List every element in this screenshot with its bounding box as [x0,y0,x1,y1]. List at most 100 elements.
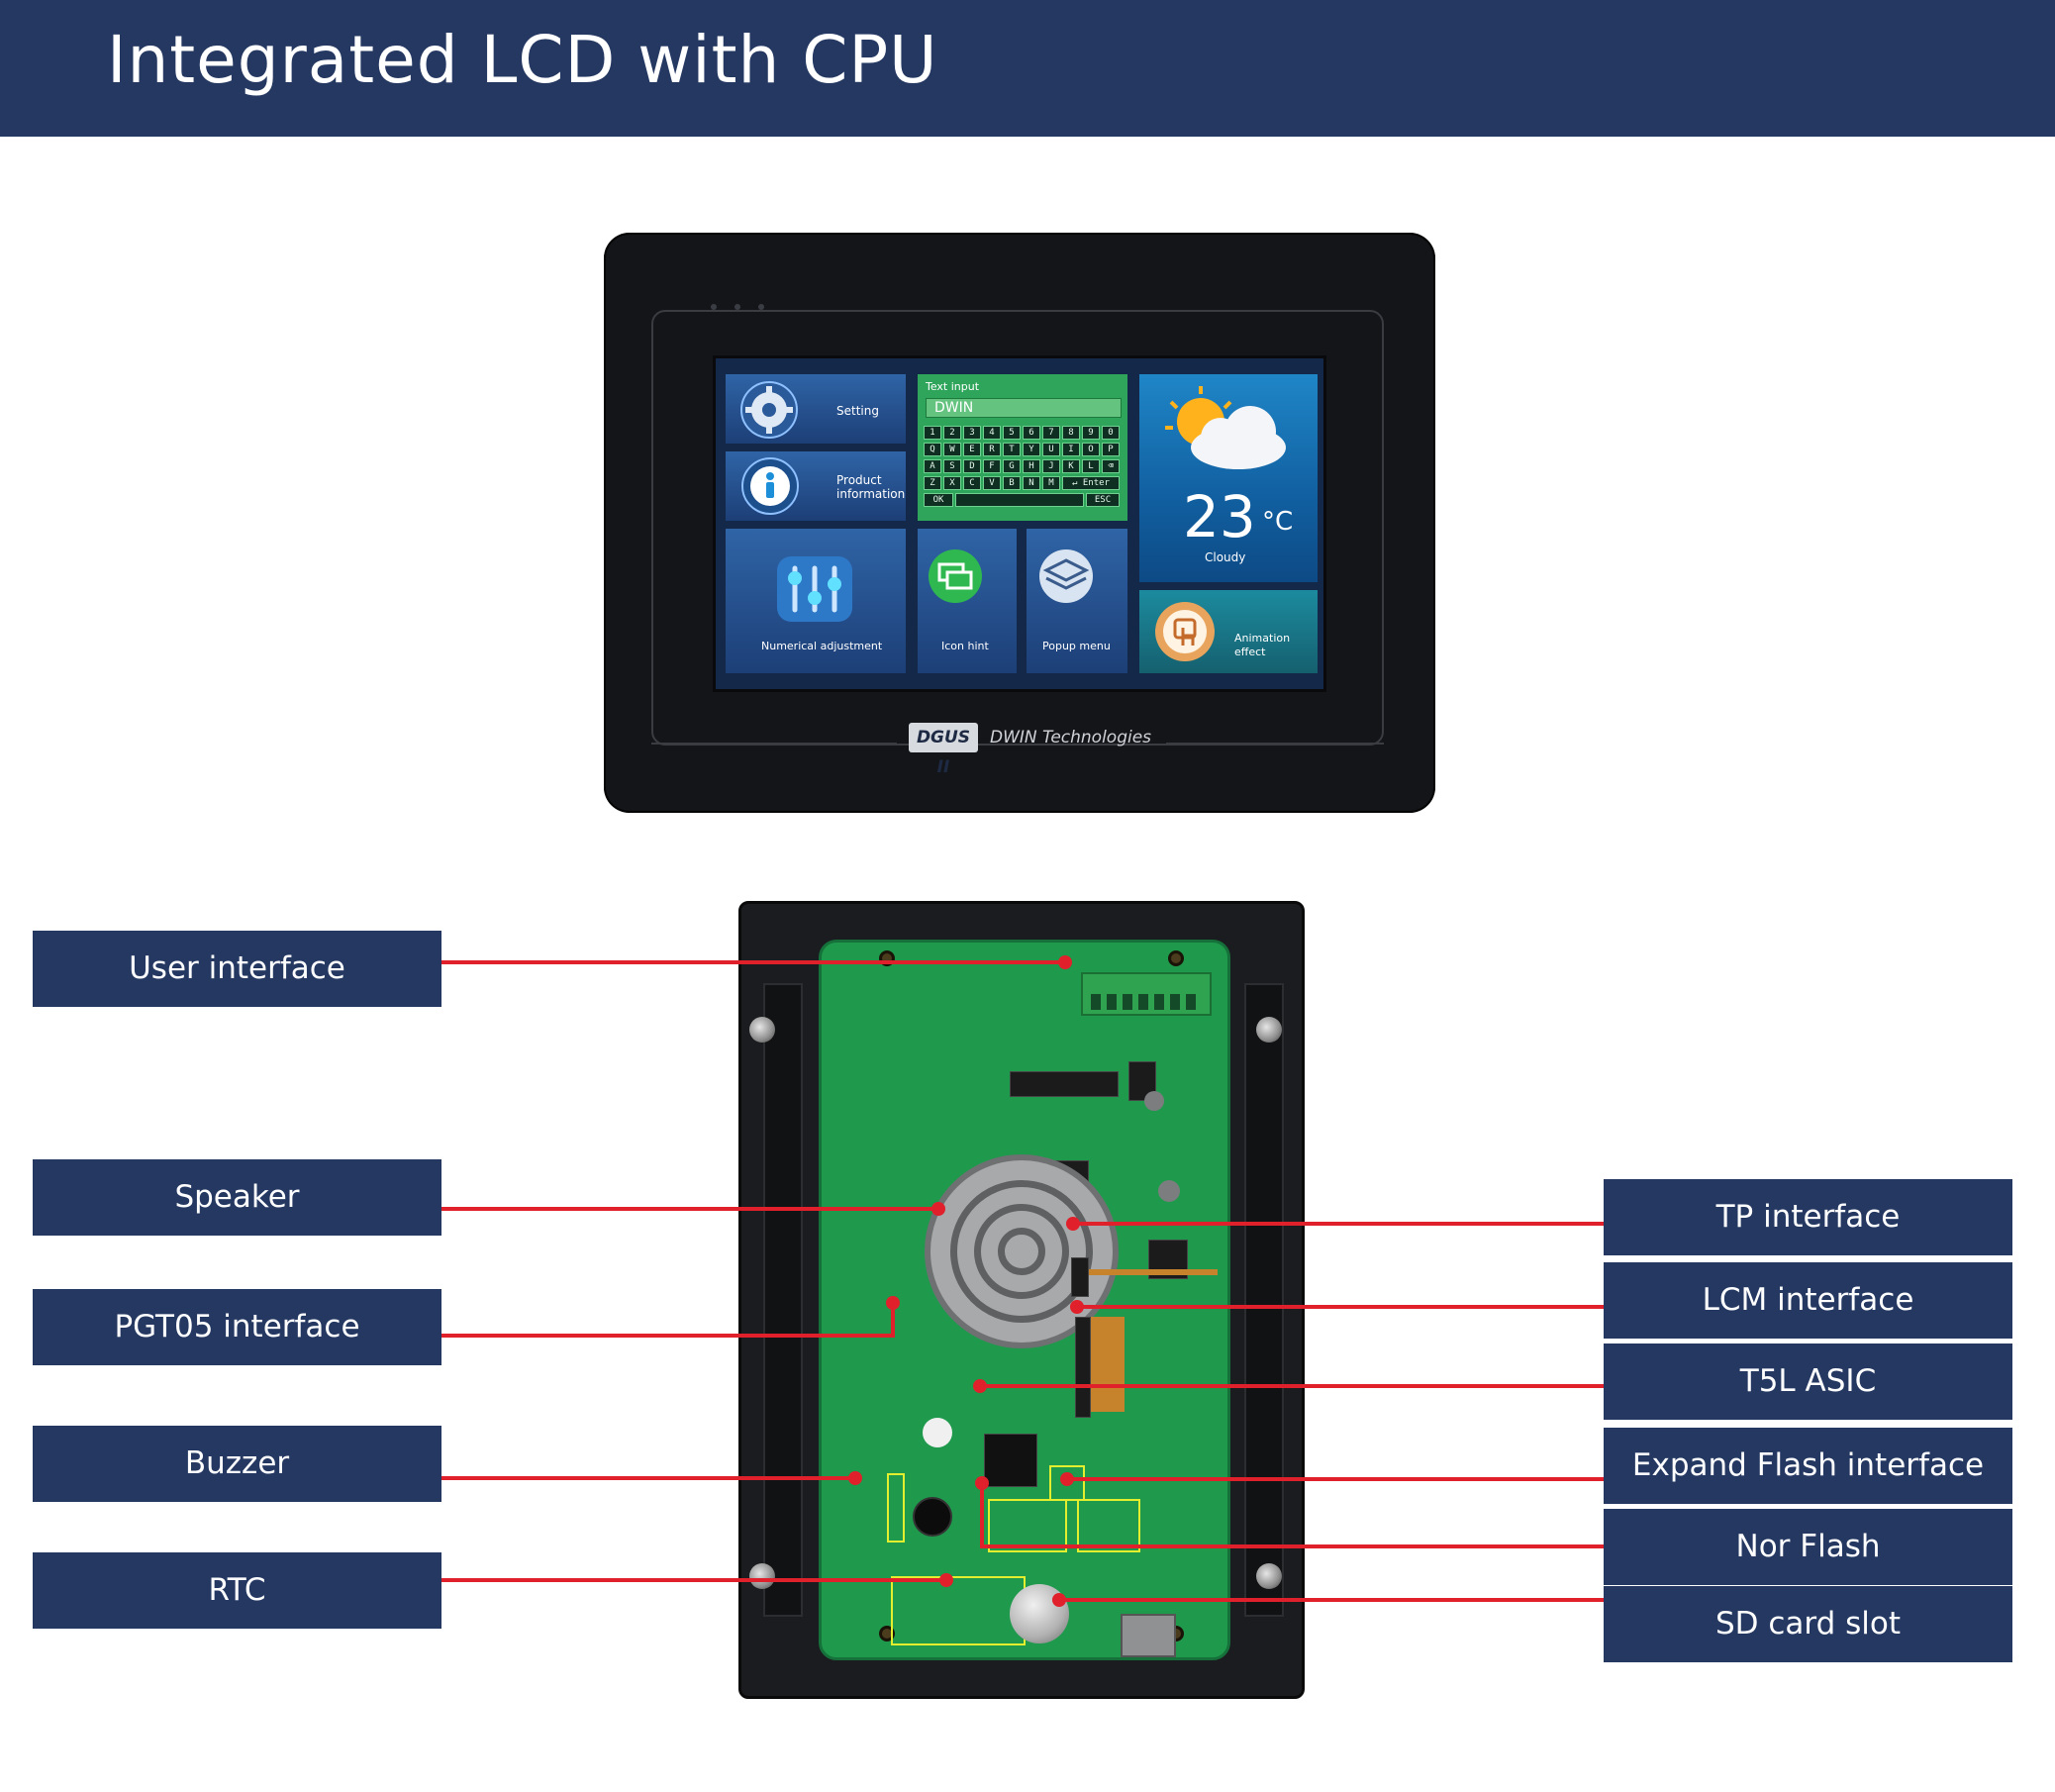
bezel-line-left [651,743,897,745]
expand-flash-region [988,1499,1067,1552]
key[interactable]: 0 [1102,426,1120,440]
key[interactable]: I [1062,443,1080,456]
key[interactable]: S [943,459,961,473]
backspace-key[interactable]: ⌫ [1102,459,1120,473]
key[interactable]: F [983,459,1001,473]
key[interactable]: T [1003,443,1021,456]
temperature-unit: °C [1262,507,1294,537]
ic [1010,1071,1119,1097]
key[interactable]: H [1023,459,1040,473]
bezel-line-right [1166,743,1384,745]
key[interactable]: 5 [1003,426,1021,440]
key[interactable]: X [943,476,961,490]
dgus-logo: DGUS II [909,723,978,777]
keyboard-row-3: A S D F G H J K L ⌫ [924,459,1124,473]
callout-nor-flash: Nor Flash [1604,1509,2012,1585]
tile-product-information[interactable]: Product information [726,451,906,521]
tile-icon-hint[interactable]: Icon hint [918,529,1017,673]
key[interactable]: 7 [1042,426,1060,440]
tile-popup-label: Popup menu [1042,640,1111,652]
screw [749,1563,775,1589]
tile-animation-effect[interactable]: Animation effect [1139,590,1318,673]
text-input-field[interactable]: DWIN [926,398,1122,418]
callout-pgt05-interface: PGT05 interface [33,1289,441,1365]
key[interactable]: W [943,443,961,456]
key[interactable]: U [1042,443,1060,456]
key[interactable]: 2 [943,426,961,440]
tile-numerical-adjustment[interactable]: Numerical adjustment [726,529,906,673]
touch-hand-icon [1153,600,1217,667]
key[interactable]: P [1102,443,1120,456]
tp-flex-cable [1089,1269,1218,1275]
t5l-asic-chip [984,1434,1037,1487]
tile-text-input[interactable]: Text input DWIN 1 2 3 4 5 6 7 8 9 0 Q W [918,374,1127,521]
callout-speaker: Speaker [33,1159,441,1236]
weather-condition: Cloudy [1205,550,1246,564]
key[interactable]: A [924,459,941,473]
key[interactable]: Z [924,476,941,490]
key[interactable]: V [983,476,1001,490]
front-display-unit: Setting Product information Text input D… [604,233,1435,813]
key[interactable]: E [963,443,981,456]
tile-weather[interactable]: 23 °C Cloudy [1139,374,1318,582]
ok-key[interactable]: OK [924,493,953,507]
key[interactable]: Y [1023,443,1040,456]
space-key[interactable] [955,493,1084,507]
tile-popup-menu[interactable]: Popup menu [1027,529,1127,673]
callout-rtc: RTC [33,1552,441,1629]
key[interactable]: M [1042,476,1060,490]
user-interface-terminal [1081,972,1212,1016]
key[interactable]: R [983,443,1001,456]
tile-animation-label-2: effect [1234,646,1266,658]
right-rail [1244,983,1284,1617]
key[interactable]: 8 [1062,426,1080,440]
bezel-outline [651,310,1384,746]
tile-setting-label: Setting [836,404,879,418]
front-sensor-dots [711,304,764,310]
key[interactable]: O [1082,443,1100,456]
key[interactable]: 1 [924,426,941,440]
callout-lcm-interface: LCM interface [1604,1262,2012,1339]
screw [749,1017,775,1043]
mount-hole [1168,950,1184,966]
key[interactable]: G [1003,459,1021,473]
key[interactable]: 9 [1082,426,1100,440]
keyboard-row-4: Z X C V B N M ↵ Enter [924,476,1124,490]
enter-key[interactable]: ↵ Enter [1062,476,1120,490]
lcm-connector [1075,1317,1091,1418]
key[interactable]: C [963,476,981,490]
page-title: Integrated LCD with CPU [107,22,938,98]
sd-card-slot [1121,1614,1176,1657]
key[interactable]: B [1003,476,1021,490]
pgt05-pins [887,1473,905,1543]
key[interactable]: N [1023,476,1040,490]
display-screen: Setting Product information Text input D… [713,355,1326,692]
key[interactable]: 6 [1023,426,1040,440]
lcm-flex-cable [1091,1317,1125,1412]
callout-t5l-asic: T5L ASIC [1604,1344,2012,1420]
key[interactable]: 4 [983,426,1001,440]
header-banner: Integrated LCD with CPU [0,0,2055,137]
key[interactable]: 3 [963,426,981,440]
info-icon [739,455,801,521]
sliders-icon [775,554,854,628]
key[interactable]: J [1042,459,1060,473]
nor-flash-region [1077,1499,1140,1552]
key[interactable]: D [963,459,981,473]
key[interactable]: Q [924,443,941,456]
tp-connector [1071,1257,1089,1297]
keyboard: 1 2 3 4 5 6 7 8 9 0 Q W E R T Y [924,426,1124,510]
key[interactable]: L [1082,459,1100,473]
tile-setting[interactable]: Setting [726,374,906,444]
pgt05-connector [923,1418,952,1447]
brand-name: DWIN Technologies [990,728,1152,747]
temperature-value: 23 [1183,483,1256,550]
key[interactable]: K [1062,459,1080,473]
esc-key[interactable]: ESC [1086,493,1120,507]
keyboard-row-5: OK ESC [924,493,1124,507]
windows-icon [926,548,985,608]
callout-expand-flash-interface: Expand Flash interface [1604,1428,2012,1504]
keyboard-row-1: 1 2 3 4 5 6 7 8 9 0 [924,426,1124,440]
tile-animation-label-1: Animation [1234,632,1291,645]
